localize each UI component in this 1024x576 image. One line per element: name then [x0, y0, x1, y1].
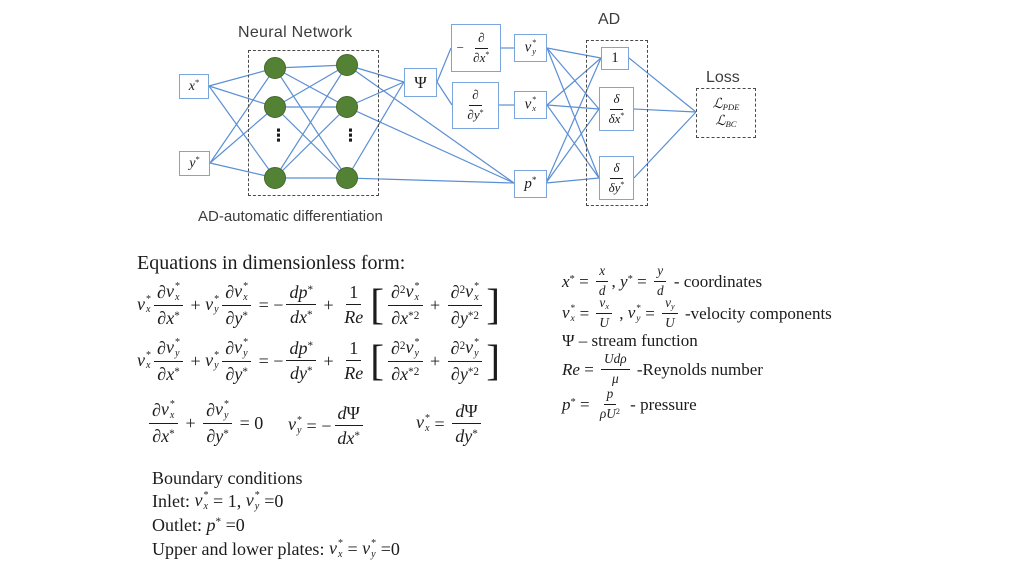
ellipsis-dots: ⋮: [270, 126, 287, 146]
loss-pde-term: ℒPDE: [712, 96, 740, 113]
psi-node: Ψ: [404, 68, 437, 97]
pressure-node: p*: [514, 170, 547, 198]
ad-label: AD: [598, 11, 621, 28]
boundary-title: Boundary conditions: [152, 468, 303, 488]
equations-title: Equations in dimensionless form:: [137, 252, 406, 274]
input-x-node: x*: [179, 74, 209, 99]
loss-box: ℒPDE ℒBC: [696, 88, 756, 138]
boundary-plates: Upper and lower plates: v*x = v*y =0: [152, 538, 400, 560]
loss-bc-term: ℒBC: [715, 113, 737, 129]
definition-stream-function: Ψ – stream function: [562, 331, 698, 350]
boundary-inlet: Inlet: v*x = 1, v*y =0: [152, 490, 284, 512]
connection-lines: [208, 47, 697, 184]
vx-node: v*x: [514, 91, 547, 119]
input-y-label: y*: [189, 154, 200, 171]
psi-label: Ψ: [414, 72, 427, 92]
neural-network-label: Neural Network: [238, 24, 353, 41]
neuron: [264, 167, 286, 189]
neuron: [264, 57, 286, 79]
vy-node: v*y: [514, 34, 547, 62]
ddy-label: ∂∂y*: [467, 87, 484, 122]
ellipsis-dots: ⋮: [342, 126, 359, 146]
ddy-operator-node: ∂∂y*: [452, 82, 499, 129]
loss-label: Loss: [706, 69, 740, 86]
neuron: [336, 167, 358, 189]
input-y-node: y*: [179, 151, 210, 176]
ad-identity-label: 1: [611, 50, 619, 67]
neuron: [336, 54, 358, 76]
ad-identity-node: 1: [601, 47, 629, 70]
vx-label: v*x: [524, 95, 537, 113]
boundary-outlet: Outlet: p* =0: [152, 515, 245, 535]
vy-label: v*y: [524, 38, 537, 56]
equation-continuity: ∂v*x∂x* + ∂v*y∂y* = 0: [146, 399, 263, 447]
input-x-label: x*: [188, 77, 200, 94]
ad-note-label: AD-automatic differentiation: [198, 208, 383, 225]
neuron: [336, 96, 358, 118]
neuron: [264, 96, 286, 118]
neg-ddx-operator-node: − ∂∂x*: [451, 24, 501, 72]
pressure-label: p*: [524, 175, 537, 192]
neg-ddx-label: − ∂∂x*: [456, 29, 490, 65]
